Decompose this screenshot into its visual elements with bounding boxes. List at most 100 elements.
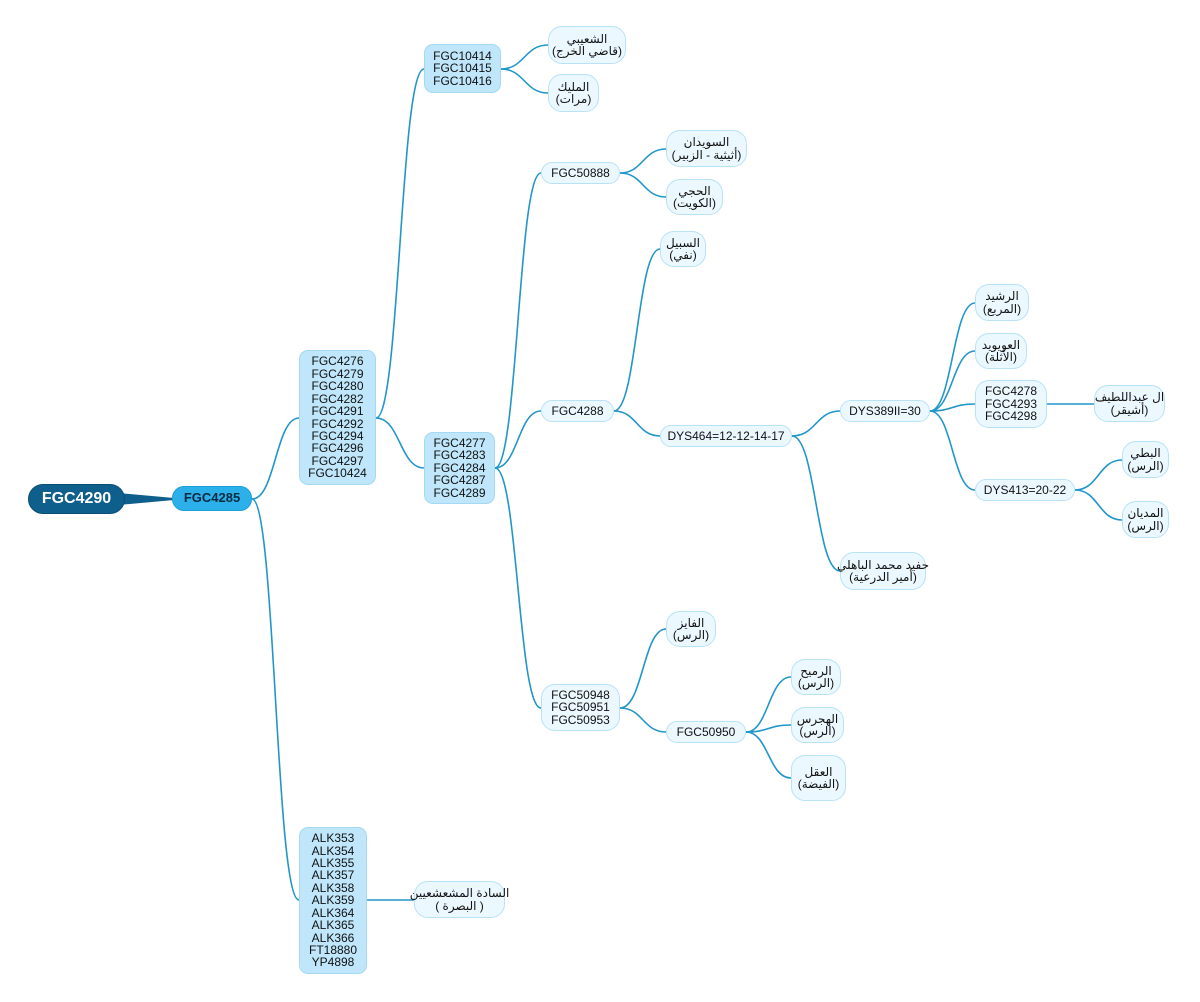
connector-dys389-uwaiwid: [929, 350, 976, 412]
node-fgc50888[interactable]: FGC50888: [541, 162, 620, 184]
node-mushashain[interactable]: السادة المشعشعيين( البصرة ): [410, 881, 509, 918]
node-text-line: (الرس): [1127, 518, 1164, 533]
node-text-line: FGC10415: [433, 61, 492, 76]
connector-fgc10414-shaibi: [500, 44, 549, 70]
main-node[interactable]: FGC4285: [172, 486, 252, 511]
connector-fgc4277-fgc50888: [494, 172, 542, 469]
node-text-line: FGC10424: [308, 466, 367, 481]
node-text-line: FGC4276: [311, 354, 364, 369]
node-text-line: ALK359: [311, 893, 355, 908]
node-text-line: الفايز: [677, 615, 705, 630]
node-text-line: YP4898: [311, 955, 355, 970]
node-text-line: ( البصرة ): [435, 898, 484, 913]
node-text-line: FGC50950: [676, 724, 736, 739]
node-text-line: FGC4278: [984, 384, 1038, 399]
node-subail[interactable]: السبيل(نفي): [660, 231, 706, 267]
node-text-line: ALK365: [311, 918, 355, 933]
node-fgc4288[interactable]: FGC4288: [541, 400, 614, 422]
node-text-line: الرميح: [800, 663, 832, 678]
node-text-line: العقل: [804, 764, 833, 779]
node-text-line: (الرس): [799, 724, 836, 738]
node-fgc50950[interactable]: FGC50950: [666, 721, 746, 743]
node-text-line: (أمير الدرعية): [849, 570, 917, 584]
node-fayiz[interactable]: الفايز(الرس): [666, 611, 716, 647]
node-mulaik[interactable]: المليك(مرات): [548, 74, 599, 112]
node-text-line: FGC4287: [433, 473, 486, 488]
node-text-line: حفيد محمد الباهلي: [836, 557, 930, 572]
node-hafid[interactable]: حفيد محمد الباهلي(أمير الدرعية): [836, 552, 930, 590]
node-text-line: المليك: [557, 79, 590, 94]
node-text-line: FGC4292: [311, 416, 364, 431]
node-abdullatif[interactable]: ال عبداللطيف(أشيقر): [1094, 385, 1165, 422]
node-text-line: (أشيقر): [1110, 402, 1149, 417]
node-text-line: FGC50888: [551, 165, 610, 180]
node-dys389[interactable]: DYS389II=30: [840, 400, 930, 422]
connector-dys389-dys413: [929, 410, 976, 491]
node-batli[interactable]: البطي(الرس): [1122, 441, 1169, 478]
node-text-line: FGC4283: [433, 448, 486, 463]
node-text-line: ALK357: [311, 868, 355, 883]
node-text-line: الرشيد: [985, 289, 1019, 304]
node-rashid[interactable]: الرشيد(المربع): [975, 284, 1029, 321]
node-text-line: البطي: [1130, 446, 1161, 461]
node-text-line: FGC4279: [311, 366, 364, 381]
node-text-line: FGC4289: [433, 485, 486, 500]
node-text-line: (الفيضة): [797, 777, 840, 791]
connector-fgc50948-fgc50950: [619, 707, 667, 733]
connector-fgc4277-fgc50948: [494, 467, 542, 709]
node-text-line: FGC4288: [551, 403, 604, 418]
node-text-line: (المربع): [982, 301, 1022, 316]
node-text-line: ALK354: [311, 843, 355, 858]
node-hajras[interactable]: الهجرس(الرس): [791, 707, 844, 743]
node-text-line: FT18880: [308, 942, 358, 957]
node-dys413[interactable]: DYS413=20-22: [975, 479, 1075, 501]
connector-fgc10414-mulaik: [500, 68, 549, 94]
node-text-line: (أثيثية - الزبير): [671, 147, 742, 162]
node-text-line: FGC10416: [433, 73, 492, 88]
node-dys464[interactable]: DYS464=12-12-14-17: [660, 425, 792, 447]
connector-fgc4277-fgc4288: [494, 410, 542, 469]
connector-dys389-fgc4278: [929, 403, 976, 412]
connector-fgc4288-dys464: [613, 410, 661, 437]
connector-dys464-hafid: [791, 435, 841, 572]
node-text-line: FGC4296: [311, 441, 364, 456]
root-node[interactable]: FGC4290: [28, 484, 125, 514]
node-text-line: ALK355: [311, 856, 355, 871]
node-text-line: DYS413=20-22: [983, 482, 1067, 497]
node-text-line: FGC4277: [433, 435, 486, 450]
connector-fgc50950-hajras: [745, 724, 792, 733]
node-uwaiwid[interactable]: العويويد(الأثلة): [975, 333, 1027, 369]
node-text-line: FGC4294: [311, 428, 364, 443]
connector-fgc50948-fayiz: [619, 628, 667, 709]
node-rumaih[interactable]: الرميح(الرس): [791, 659, 841, 695]
node-text-line: ALK366: [311, 930, 355, 945]
node-text-line: FGC50953: [551, 712, 610, 727]
node-hajji[interactable]: الحجي(الكويت): [666, 179, 723, 215]
node-text-line: المديان: [1127, 506, 1164, 521]
node-text-line: FGC50951: [551, 700, 610, 715]
node-aql[interactable]: العقل(الفيضة): [791, 755, 846, 801]
node-text-line: (مرات): [555, 92, 592, 106]
node-text-line: ال عبداللطيف: [1094, 390, 1165, 405]
main-label: FGC4285: [183, 490, 241, 506]
node-text-line: FGC4298: [984, 409, 1038, 424]
node-text-line: FGC4284: [433, 460, 486, 475]
node-midyan[interactable]: المديان(الرس): [1122, 501, 1169, 538]
node-text-line: السويدان: [683, 135, 730, 150]
node-text-line: الهجرس: [796, 711, 839, 726]
connector-fgc50888-hajji: [619, 172, 667, 198]
node-suwaidan[interactable]: السويدان(أثيثية - الزبير): [666, 130, 747, 167]
connector-fgc50950-rumaih: [745, 676, 792, 733]
node-text-line: (الأثلة): [985, 350, 1017, 364]
node-text-line: (الرس): [1127, 458, 1164, 473]
node-text-line: ALK364: [311, 905, 355, 920]
node-text-line: FGC4291: [311, 404, 364, 419]
node-shaibi[interactable]: الشعيبي(قاضي الخرج): [548, 26, 626, 64]
